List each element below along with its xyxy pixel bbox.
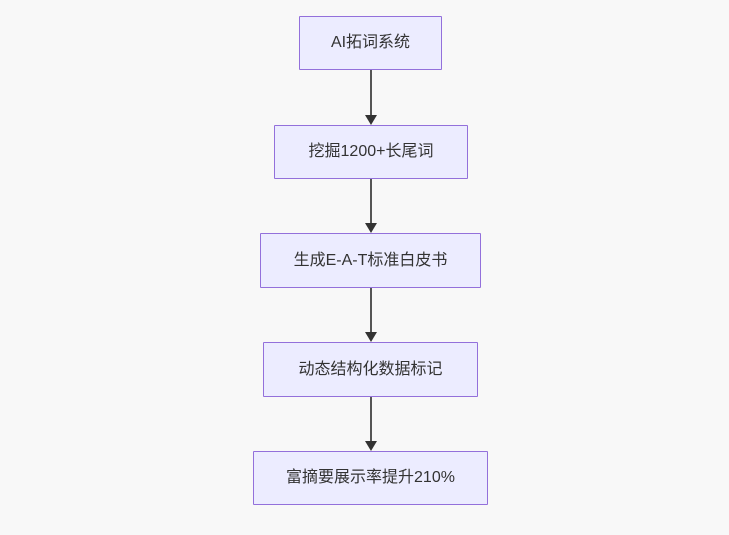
node-label-d: 动态结构化数据标记: [298, 360, 443, 378]
node-label-a: AI拓词系统: [330, 34, 411, 51]
edge-line-c-d: [369, 288, 372, 333]
edge-line-d-e: [369, 397, 372, 442]
arrowhead-down-icon: [364, 223, 377, 233]
node-label-c: 生成E-A-T标准白皮书: [293, 251, 448, 269]
flowchart-node-e: 富摘要展示率提升210%: [253, 451, 488, 505]
flowchart-node-d: 动态结构化数据标记: [263, 342, 478, 397]
flowchart-node-c: 生成E-A-T标准白皮书: [260, 233, 481, 288]
arrowhead-down-icon: [364, 115, 377, 125]
node-label-e: 富摘要展示率提升210%: [286, 469, 455, 486]
flowchart-node-b: 挖掘1200+长尾词: [274, 125, 468, 179]
edge-line-b-c: [369, 179, 372, 225]
edge-line-a-b: [369, 70, 372, 117]
arrowhead-down-icon: [364, 332, 377, 342]
arrowhead-down-icon: [364, 441, 377, 451]
node-label-b: 挖掘1200+长尾词: [308, 143, 434, 160]
flowchart-node-a: AI拓词系统: [299, 16, 442, 70]
